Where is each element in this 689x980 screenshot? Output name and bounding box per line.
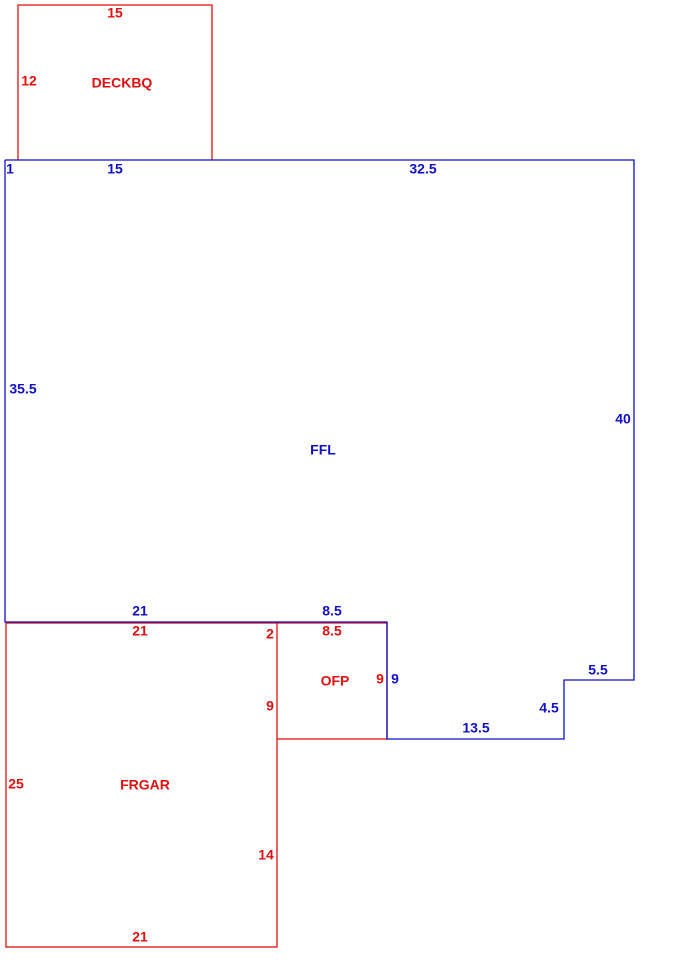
ffl-dim-bottom-left: 21 bbox=[132, 603, 148, 619]
garage-outline bbox=[5, 622, 278, 948]
ofp-label: OFP bbox=[321, 673, 350, 689]
ffl-dim-step-vertical: 4.5 bbox=[539, 700, 559, 716]
ffl-dim-ofp-right: 9 bbox=[391, 671, 399, 687]
ffl-dim-bottom-mid: 8.5 bbox=[322, 603, 342, 619]
garage-dim-top: 21 bbox=[132, 623, 148, 639]
ffl-dim-step-horizontal: 5.5 bbox=[588, 662, 608, 678]
deck-dim-left: 12 bbox=[21, 73, 37, 89]
ffl-dim-right: 40 bbox=[615, 411, 631, 427]
ffl-dim-top-left: 15 bbox=[107, 161, 123, 177]
ofp-dim-left-top: 2 bbox=[266, 626, 274, 642]
garage-dim-right-lower: 14 bbox=[258, 847, 274, 863]
ffl-dim-left: 35.5 bbox=[9, 381, 36, 397]
garage-dim-right-upper: 9 bbox=[266, 698, 274, 714]
deck-dim-top: 15 bbox=[107, 5, 123, 21]
ffl-dim-top-right: 32.5 bbox=[409, 161, 436, 177]
ofp-dim-right: 9 bbox=[376, 671, 384, 687]
garage-label: FRGAR bbox=[120, 777, 170, 793]
ffl-dim-bottom-right: 13.5 bbox=[462, 720, 489, 736]
garage-dim-left: 25 bbox=[8, 776, 24, 792]
ffl-outline bbox=[4, 159, 635, 740]
garage-dim-bottom: 21 bbox=[132, 929, 148, 945]
ofp-dim-top: 8.5 bbox=[322, 623, 342, 639]
deck-outline bbox=[17, 4, 213, 160]
ffl-dim-corner: 1 bbox=[6, 161, 14, 177]
ffl-label: FFL bbox=[310, 442, 336, 458]
deck-label: DECKBQ bbox=[92, 75, 153, 91]
